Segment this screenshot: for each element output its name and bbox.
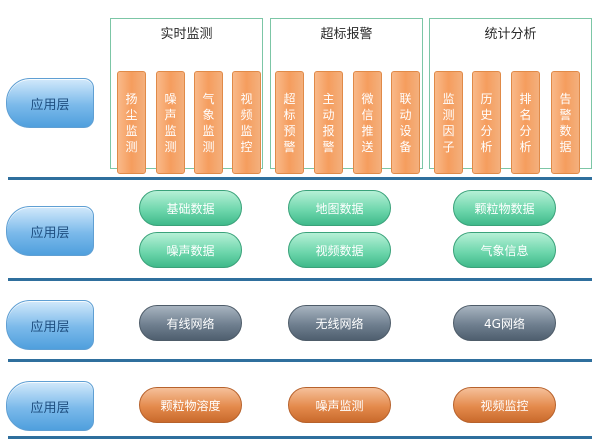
card-monitoring-factor[interactable]: 监测因子: [434, 71, 463, 174]
card-dust-monitoring[interactable]: 扬尘监测: [117, 71, 146, 174]
card-noise-monitoring[interactable]: 噪声监测: [156, 71, 185, 174]
group-statistical-analysis: 统计分析 监测因子 历史分析 排名分析 告警数据: [429, 18, 592, 174]
pill-map-data[interactable]: 地图数据: [288, 190, 391, 226]
card-linked-device[interactable]: 联动设备: [391, 71, 420, 174]
pill-noise-data[interactable]: 噪声数据: [139, 232, 242, 268]
group-threshold-alarm: 超标报警 超标预警 主动报警 微信推送 联动设备: [270, 18, 423, 174]
group-realtime-monitoring: 实时监测 扬尘监测 噪声监测 气象监测 视频监控: [110, 18, 263, 174]
group-title: 实时监测: [160, 27, 213, 42]
pill-basic-data[interactable]: 基础数据: [139, 190, 242, 226]
card-ranking-analysis[interactable]: 排名分析: [511, 71, 540, 174]
pill-video-surveillance[interactable]: 视频监控: [453, 387, 556, 423]
pill-particulate-data[interactable]: 颗粒物数据: [453, 190, 556, 226]
layer-divider: [8, 177, 592, 180]
layer-label-data: 应用层: [6, 206, 94, 256]
layer-label-sensing: 应用层: [6, 381, 94, 431]
group-title: 超标报警: [320, 27, 373, 42]
card-wechat-push[interactable]: 微信推送: [353, 71, 382, 174]
card-video-surveillance[interactable]: 视频监控: [232, 71, 261, 174]
group-title: 统计分析: [484, 27, 537, 42]
layer-label-application: 应用层: [6, 78, 94, 128]
card-history-analysis[interactable]: 历史分析: [472, 71, 501, 174]
card-alarm-data[interactable]: 告警数据: [551, 71, 580, 174]
pill-noise-monitoring[interactable]: 噪声监测: [288, 387, 391, 423]
pill-wired-network[interactable]: 有线网络: [139, 305, 242, 341]
pill-particulate-concentration[interactable]: 颗粒物溶度: [139, 387, 242, 423]
pill-wireless-network[interactable]: 无线网络: [288, 305, 391, 341]
pill-4g-network[interactable]: 4G网络: [453, 305, 556, 341]
card-weather-monitoring[interactable]: 气象监测: [194, 71, 223, 174]
layer-divider: [8, 359, 592, 362]
pill-weather-info[interactable]: 气象信息: [453, 232, 556, 268]
pill-video-data[interactable]: 视频数据: [288, 232, 391, 268]
card-threshold-warning[interactable]: 超标预警: [275, 71, 304, 174]
layer-divider: [8, 278, 592, 281]
layer-label-network: 应用层: [6, 300, 94, 350]
layer-divider: [8, 436, 592, 439]
card-active-alarm[interactable]: 主动报警: [314, 71, 343, 174]
